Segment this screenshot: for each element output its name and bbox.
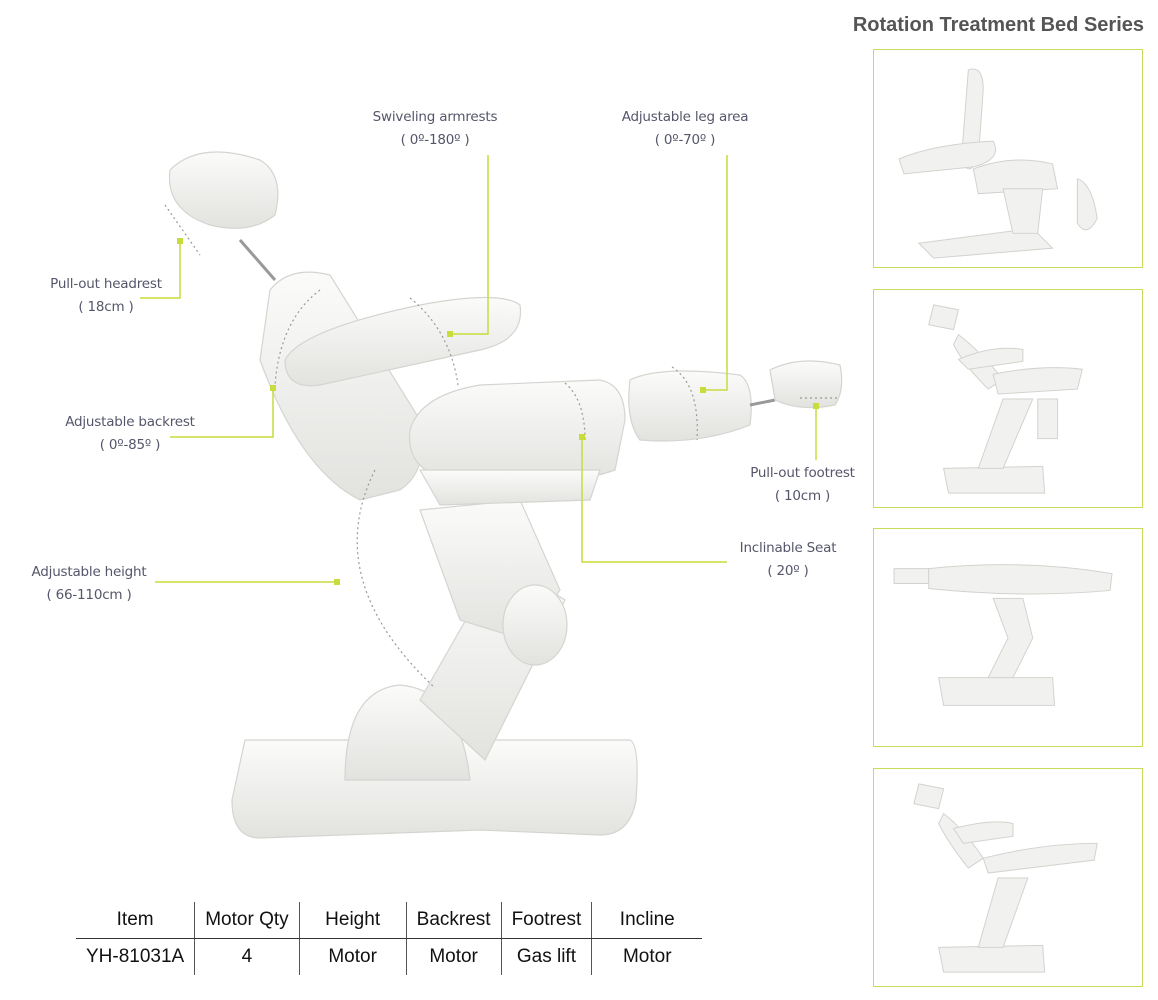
callout-value: ( 66-110cm ) [46, 587, 132, 603]
seat-underside [418, 469, 601, 506]
callout-title: Adjustable height [31, 564, 147, 580]
chair-base [231, 739, 638, 839]
header-item: Item [76, 902, 195, 939]
headrest [168, 151, 279, 229]
callout-value: ( 0º-180º ) [400, 132, 470, 148]
series-title: Rotation Treatment Bed Series [852, 14, 1144, 36]
header-height: Height [298, 902, 407, 939]
callout-title: Pull-out footrest [750, 465, 855, 481]
callout-leg-area: Adjustable leg area ( 0º-70º ) [600, 106, 770, 152]
header-motor-qty: Motor Qty [194, 902, 300, 939]
leg-rest [628, 370, 752, 442]
header-backrest: Backrest [405, 902, 502, 939]
armrest [284, 296, 522, 387]
callout-value: ( 20º ) [767, 563, 809, 579]
table-row: YH-81031A 4 Motor Motor Gas lift Motor [76, 938, 703, 975]
callout-title: Adjustable backrest [65, 414, 195, 430]
callout-value: ( 18cm ) [78, 299, 134, 315]
thumbnail-flat [873, 528, 1143, 747]
thumbnail-sitting [873, 49, 1143, 268]
header-incline: Incline [591, 902, 703, 939]
cell-item: YH-81031A [86, 946, 185, 967]
seat [408, 379, 626, 484]
chair-illustration [140, 151, 843, 839]
table-header-row: Item Motor Qty Height Backrest Footrest … [76, 902, 703, 939]
cell-incline: Motor [591, 938, 703, 975]
callout-title: Pull-out headrest [50, 276, 162, 292]
callout-value: ( 10cm ) [774, 488, 831, 504]
headrest-rod [238, 239, 277, 281]
cell-height: Motor [298, 938, 407, 975]
callout-value: ( 0º-85º ) [99, 437, 161, 453]
callout-seat: Inclinable Seat ( 20º ) [720, 537, 856, 583]
callout-title: Swiveling armrests [372, 109, 498, 125]
spec-table: Item Motor Qty Height Backrest Footrest … [76, 902, 703, 975]
callout-armrests: Swiveling armrests ( 0º-180º ) [355, 106, 515, 152]
thumbnail-reclined [873, 289, 1143, 508]
callout-backrest: Adjustable backrest ( 0º-85º ) [50, 411, 210, 457]
callout-footrest: Pull-out footrest ( 10cm ) [730, 462, 875, 508]
callout-height: Adjustable height ( 66-110cm ) [14, 561, 164, 607]
knee-joint [502, 584, 568, 666]
footrest-rod [749, 398, 776, 407]
thumbnail-half-reclined [873, 768, 1143, 987]
cell-footrest: Gas lift [500, 938, 592, 975]
cell-backrest: Motor [405, 938, 502, 975]
callout-value: ( 0º-70º ) [654, 132, 716, 148]
callout-title: Inclinable Seat [739, 540, 837, 556]
footrest [769, 360, 843, 409]
callout-headrest: Pull-out headrest ( 18cm ) [38, 273, 174, 319]
callout-title: Adjustable leg area [621, 109, 749, 125]
cell-motor-qty: 4 [194, 938, 300, 975]
header-footrest: Footrest [500, 902, 592, 939]
backrest [259, 271, 424, 501]
